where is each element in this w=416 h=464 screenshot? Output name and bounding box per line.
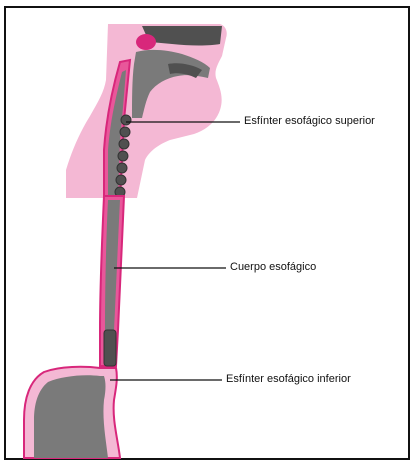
stomach-lumen	[34, 375, 108, 458]
label-esophageal-body: Cuerpo esofágico	[230, 261, 316, 274]
label-lower-esophageal-sphincter: Esfínter esofágico inferior	[226, 373, 351, 386]
soft-palate	[136, 34, 156, 50]
head-silhouette	[66, 24, 227, 198]
lower-esophageal-sphincter	[104, 330, 116, 366]
label-upper-esophageal-sphincter: Esfínter esofágico superior	[244, 115, 375, 128]
